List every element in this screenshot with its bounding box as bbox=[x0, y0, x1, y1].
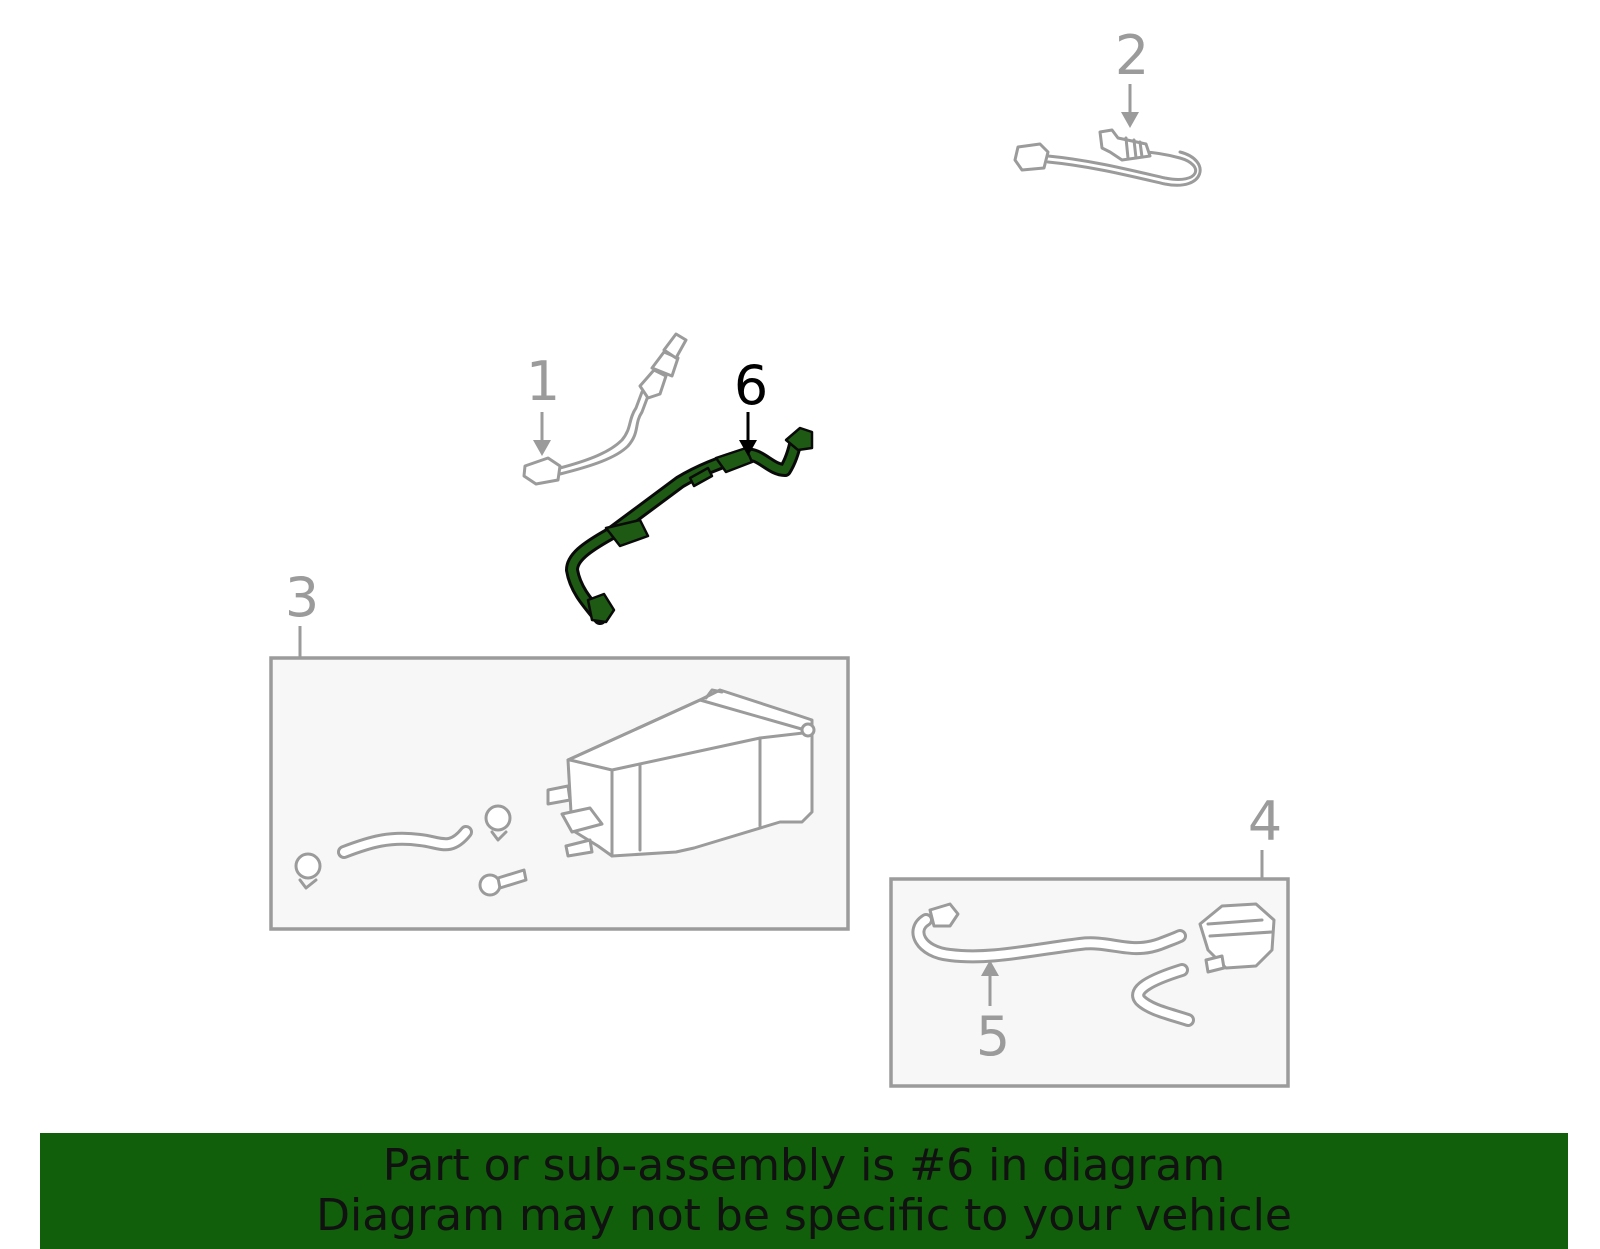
callout-5-label: 5 bbox=[976, 1005, 1010, 1068]
callout-5-arrow-icon bbox=[981, 960, 999, 976]
part-1-oxygen-sensor[interactable] bbox=[522, 332, 688, 486]
callout-2-arrow-icon bbox=[1121, 112, 1139, 128]
part-4-hose-assembly[interactable] bbox=[889, 877, 1290, 1088]
callout-1: 1 bbox=[526, 350, 560, 456]
callout-2-label: 2 bbox=[1115, 24, 1149, 87]
callout-3: 3 bbox=[285, 566, 319, 658]
callout-6-arrow-icon bbox=[739, 440, 757, 456]
part-3-canister-assembly[interactable] bbox=[269, 656, 850, 931]
callout-6-label: 6 bbox=[734, 354, 768, 417]
banner-line-2: Diagram may not be specific to your vehi… bbox=[316, 1190, 1292, 1241]
info-banner: Part or sub-assembly is #6 in diagram Di… bbox=[40, 1133, 1568, 1249]
callout-4-label: 4 bbox=[1248, 790, 1282, 853]
banner-line-1: Part or sub-assembly is #6 in diagram bbox=[382, 1140, 1226, 1191]
callout-2: 2 bbox=[1115, 24, 1149, 128]
callout-3-label: 3 bbox=[285, 566, 319, 629]
callout-6: 6 bbox=[734, 354, 768, 456]
callout-5: 5 bbox=[976, 960, 1010, 1068]
part-6-vapor-hose[interactable] bbox=[565, 426, 814, 625]
callout-4: 4 bbox=[1248, 790, 1282, 879]
callout-1-arrow-icon bbox=[533, 440, 551, 456]
part-2-oxygen-sensor[interactable] bbox=[1013, 128, 1202, 187]
callout-1-label: 1 bbox=[526, 350, 560, 413]
